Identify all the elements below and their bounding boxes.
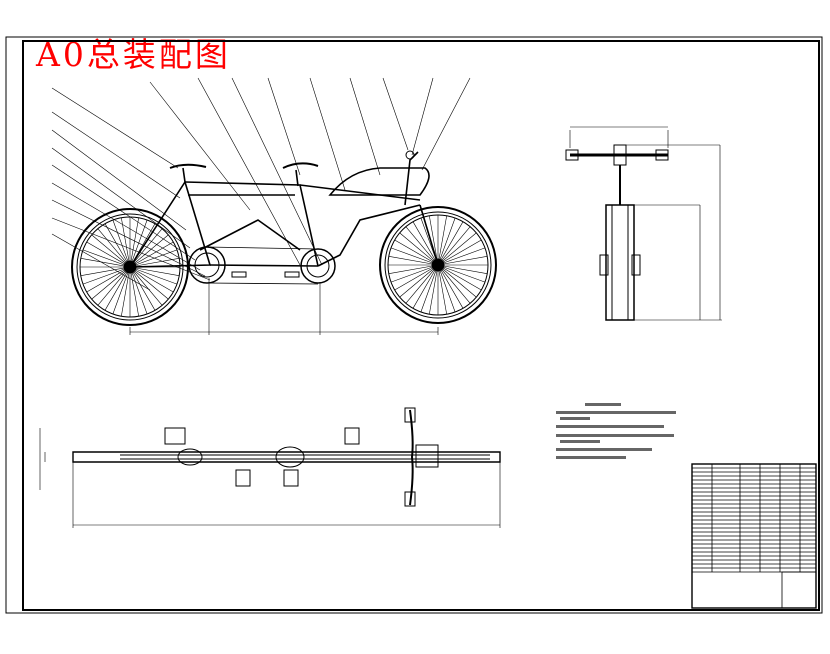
wheel-spoke bbox=[80, 266, 131, 276]
wheel-spoke bbox=[390, 264, 439, 283]
wheel-spoke bbox=[91, 266, 131, 300]
wheel-spoke bbox=[388, 256, 439, 266]
wheel-spoke bbox=[129, 219, 148, 268]
wheel-spoke bbox=[388, 264, 439, 274]
wheel-spoke bbox=[82, 266, 131, 285]
wheel-spoke bbox=[429, 264, 439, 315]
wheel-spoke bbox=[129, 266, 169, 300]
wheel-spoke bbox=[437, 264, 471, 304]
wheel-spoke bbox=[394, 264, 439, 291]
wheel-spoke bbox=[437, 264, 477, 298]
wheel-spoke bbox=[405, 226, 439, 266]
wheel-spoke bbox=[437, 264, 482, 291]
wheel-spoke bbox=[129, 266, 148, 315]
wheel-spoke bbox=[420, 264, 439, 313]
wheel-spoke bbox=[437, 256, 488, 266]
wheel-spoke bbox=[437, 217, 456, 266]
wheel-spoke bbox=[390, 247, 439, 266]
wheel-spoke bbox=[399, 264, 439, 298]
rear-wheel bbox=[71, 208, 189, 326]
drawing-title: A0总装配图 bbox=[36, 35, 231, 74]
outer-frame bbox=[5, 36, 823, 614]
wheel-spoke bbox=[129, 249, 178, 268]
technical-notes bbox=[556, 403, 676, 459]
wheel-spoke bbox=[412, 264, 439, 309]
wheel-spoke bbox=[129, 234, 169, 268]
wheel-spoke bbox=[129, 266, 180, 276]
title-block bbox=[691, 463, 817, 609]
wheel-spoke bbox=[437, 264, 464, 309]
wheel-spoke bbox=[129, 266, 163, 306]
wheel-spoke bbox=[86, 266, 131, 293]
wheel-spoke bbox=[437, 264, 488, 274]
wheel-spoke bbox=[86, 241, 131, 268]
front-view bbox=[565, 126, 722, 321]
wheel-spoke bbox=[112, 266, 131, 315]
wheel-spoke bbox=[437, 264, 447, 315]
wheel-spoke bbox=[405, 264, 439, 304]
wheel-spoke bbox=[394, 239, 439, 266]
wheel-spoke bbox=[97, 228, 131, 268]
wheel-spoke bbox=[437, 239, 482, 266]
wheel-spoke bbox=[437, 215, 447, 266]
wheel-spoke bbox=[82, 249, 131, 268]
wheel-spoke bbox=[121, 217, 131, 268]
wheel-spoke bbox=[437, 264, 486, 283]
wheel-spoke bbox=[112, 219, 131, 268]
wheel-spoke bbox=[91, 234, 131, 268]
wheel-spoke bbox=[437, 247, 486, 266]
wheel-spoke bbox=[129, 228, 163, 268]
wheel-spoke bbox=[437, 232, 477, 266]
inner-frame bbox=[22, 40, 820, 611]
wheel-spoke bbox=[80, 258, 131, 268]
wheel-spoke bbox=[129, 266, 139, 317]
wheel-spoke bbox=[399, 232, 439, 266]
wheel-spoke bbox=[437, 264, 456, 313]
wheel-spoke bbox=[129, 217, 139, 268]
wheel-spoke bbox=[129, 266, 156, 311]
wheel-spoke bbox=[104, 266, 131, 311]
wheel-spoke bbox=[129, 266, 174, 293]
wheel-spoke bbox=[129, 266, 178, 285]
wheel-spoke bbox=[437, 226, 471, 266]
wheel-spoke bbox=[129, 241, 174, 268]
wheel-spoke bbox=[121, 266, 131, 317]
wheel-spoke bbox=[412, 221, 439, 266]
wheel-spoke bbox=[129, 258, 180, 268]
top-view bbox=[39, 407, 501, 528]
leader-lines bbox=[51, 77, 471, 291]
wheel-spoke bbox=[437, 221, 464, 266]
wheel-spoke bbox=[429, 215, 439, 266]
wheel-spoke bbox=[104, 223, 131, 268]
side-view bbox=[71, 150, 497, 335]
wheel-spoke bbox=[97, 266, 131, 306]
